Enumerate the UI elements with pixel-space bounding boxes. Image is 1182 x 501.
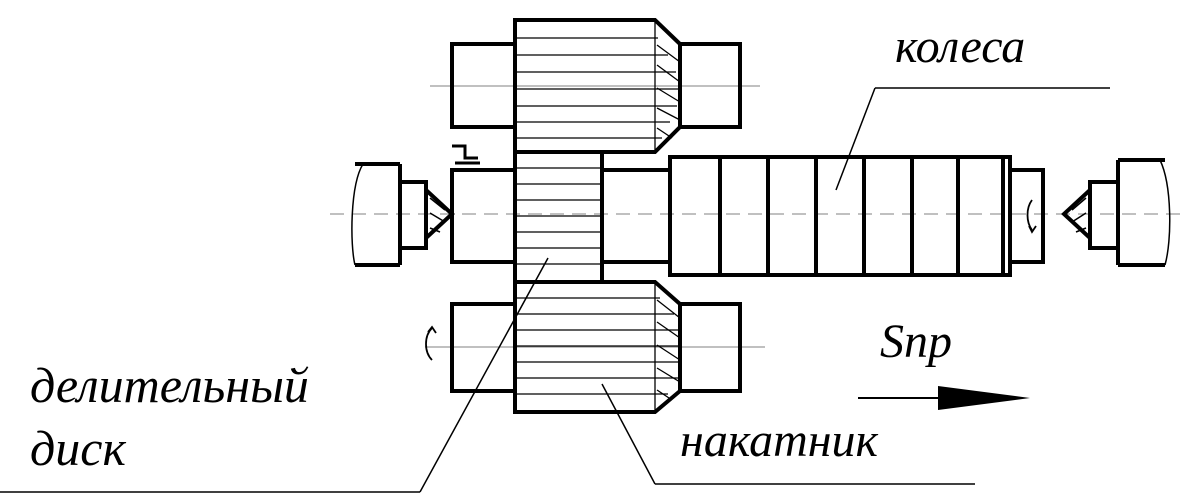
leader-disk bbox=[419, 257, 549, 493]
label-wheels: колеса bbox=[895, 20, 1025, 73]
leader-lines bbox=[0, 87, 1110, 493]
gear-blank-dividers bbox=[718, 157, 1005, 275]
rotation-arrow-workpiece bbox=[1026, 199, 1033, 231]
label-dividing-disk-line2: диск bbox=[30, 420, 126, 476]
right-center bbox=[1061, 158, 1171, 267]
upper-roller-teeth bbox=[515, 20, 681, 152]
rotation-arrow-roller bbox=[425, 327, 433, 361]
workpiece-assembly bbox=[450, 144, 1045, 284]
key-mark bbox=[452, 144, 480, 165]
label-roller: накатник bbox=[680, 414, 879, 467]
lower-roller bbox=[450, 280, 742, 414]
right-mandrel-block bbox=[1008, 168, 1045, 264]
leader-wheels bbox=[835, 87, 876, 191]
spacer-sleeve bbox=[600, 168, 672, 264]
right-break-line bbox=[1159, 159, 1171, 266]
left-center bbox=[351, 162, 455, 267]
rotation-indicators bbox=[425, 199, 1037, 361]
label-dividing-disk-line1: делительный bbox=[30, 357, 309, 413]
dividing-disk-teeth bbox=[515, 167, 602, 265]
feed-arrow bbox=[858, 386, 1030, 410]
upper-roller bbox=[450, 18, 742, 154]
left-break-line bbox=[351, 163, 364, 266]
lower-roller-teeth bbox=[515, 282, 681, 412]
center-lines bbox=[330, 85, 1182, 348]
left-mandrel-block bbox=[450, 168, 517, 264]
right-center-shank bbox=[1088, 180, 1120, 250]
left-center-shank bbox=[398, 180, 428, 250]
leader-roller bbox=[601, 383, 656, 485]
dividing-disk bbox=[513, 150, 604, 284]
label-feed: Snp bbox=[880, 315, 952, 368]
